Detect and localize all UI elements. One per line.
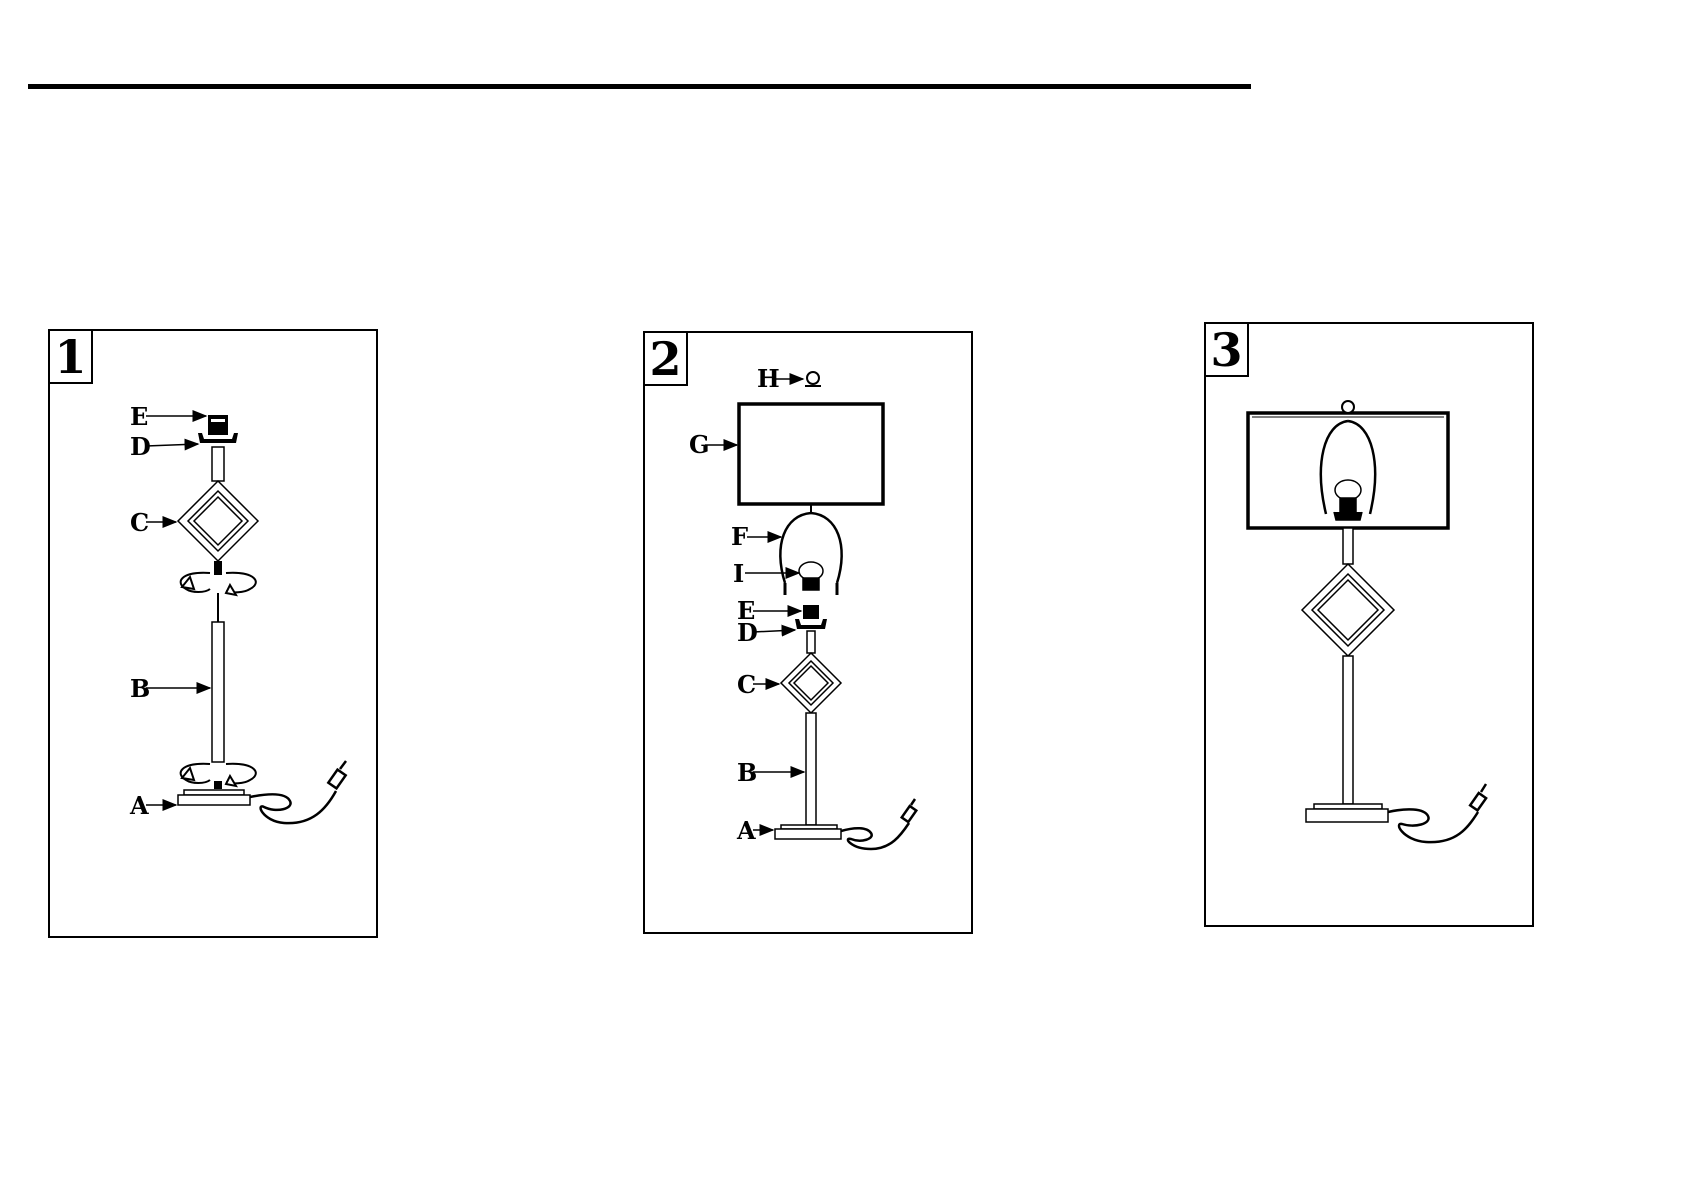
socket-shell-E: [803, 605, 819, 619]
step-1-panel: 1: [48, 329, 378, 938]
diamond-body-C: [781, 653, 841, 713]
step-2-diagram: H G F I E D C B: [645, 333, 975, 936]
step-3-diagram: [1206, 324, 1536, 929]
power-cord: [841, 799, 916, 849]
label-B: B: [130, 674, 210, 703]
power-cord: [1388, 784, 1486, 842]
label-H: H: [757, 364, 803, 393]
label-B: B: [737, 758, 804, 787]
diamond-body: [1302, 564, 1394, 656]
step-2-panel: 2: [643, 331, 973, 934]
step-3-panel: 3: [1204, 322, 1534, 927]
label-F: F: [731, 522, 781, 551]
label-C: C: [737, 670, 779, 699]
svg-text:I: I: [733, 559, 744, 588]
lamp-shade-G: [739, 404, 883, 504]
harp-holder-D: [795, 619, 827, 629]
socket-shell-E: [208, 415, 228, 435]
rotate-arrow-icon: [181, 573, 256, 595]
diamond-body-C: [178, 481, 258, 561]
finial: [1342, 401, 1354, 413]
label-G: G: [689, 430, 737, 459]
power-cord: [250, 761, 346, 823]
label-E: E: [130, 402, 206, 431]
label-D: D: [737, 618, 795, 647]
label-A: A: [736, 816, 773, 845]
bulb-I: [799, 562, 823, 590]
svg-text:F: F: [731, 522, 748, 551]
svg-text:E: E: [130, 402, 148, 431]
label-I: I: [733, 559, 799, 588]
label-A: A: [129, 791, 176, 820]
header-rule: [28, 84, 1251, 89]
label-C: C: [130, 508, 176, 537]
label-D: D: [130, 432, 198, 461]
finial-H: [805, 372, 821, 386]
step-1-diagram: E D C B A: [50, 331, 380, 940]
